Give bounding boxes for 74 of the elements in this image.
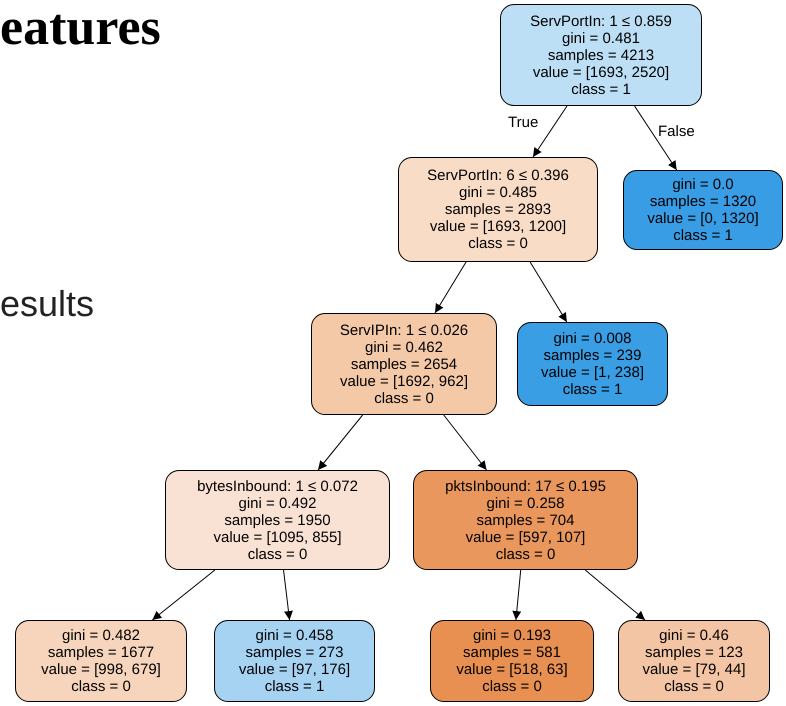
- node-text: value = [79, 44]: [642, 661, 746, 678]
- node-text: class = 0: [468, 235, 528, 252]
- tree-node-box: [517, 322, 668, 406]
- arrow: [152, 570, 216, 620]
- node-text: gini = 0.462: [365, 338, 443, 356]
- node-text: class = 0: [71, 678, 131, 695]
- node-text: samples = 123: [645, 644, 743, 661]
- node-text: samples = 1950: [224, 512, 331, 528]
- node-text: class = 1: [264, 678, 324, 695]
- node-text: class = 0: [664, 678, 724, 695]
- tree-node-box: [623, 170, 783, 250]
- node-text: gini = 0.458: [256, 627, 334, 644]
- node-text: ServIPIn: 1 ≤ 0.026: [340, 322, 468, 338]
- edge-label: False: [657, 124, 696, 139]
- node-text: gini = 0.485: [459, 184, 537, 201]
- node-text: gini = 0.482: [62, 627, 140, 644]
- node-text: ServPortIn: 6 ≤ 0.396: [427, 167, 569, 184]
- node-text: samples = 2654: [350, 356, 458, 372]
- node-text: samples = 2893: [444, 201, 552, 218]
- node-text: gini = 0.258: [486, 494, 564, 512]
- node-text: class = 0: [248, 546, 308, 562]
- node-text: value = [998, 679]: [41, 661, 161, 678]
- tree-node-box: [311, 313, 497, 415]
- node-text: gini = 0.46: [659, 627, 729, 644]
- arrow: [634, 106, 678, 170]
- tree-node-box: [413, 470, 638, 570]
- node-text: gini = 0.008: [554, 330, 632, 347]
- edge-label: True: [507, 115, 540, 130]
- node-text: samples = 1677: [48, 644, 154, 661]
- node-text: samples = 704: [476, 512, 574, 528]
- node-text: samples = 1320: [650, 193, 756, 210]
- arrow: [512, 570, 522, 620]
- node-text: class = 1: [571, 80, 631, 98]
- arrow: [530, 262, 568, 322]
- node-text: gini = 0.193: [473, 627, 551, 644]
- heading-fragment: eatures: [0, 0, 161, 56]
- subheading-fragment: esults: [0, 286, 94, 322]
- arrow: [532, 106, 568, 158]
- node-text: value = [97, 176]: [238, 661, 350, 678]
- tree-node-box: [500, 4, 702, 106]
- node-text: gini = 0.0: [672, 176, 734, 193]
- tree-node-box: [214, 620, 375, 702]
- node-text: value = [1693, 1200]: [430, 218, 566, 235]
- node-text: value = [597, 107]: [466, 528, 586, 546]
- node-text: value = [518, 63]: [456, 661, 568, 678]
- arrow: [443, 414, 488, 470]
- tree-node-box: [15, 620, 187, 702]
- tree-node-box: [165, 470, 390, 570]
- node-text: class = 0: [482, 678, 542, 695]
- node-text: class = 1: [673, 227, 733, 244]
- node-text: ServPortIn: 1 ≤ 0.859: [530, 12, 672, 30]
- node-text: value = [1095, 855]: [213, 528, 342, 546]
- arrow: [283, 570, 293, 620]
- arrow: [434, 262, 467, 314]
- tree-node-box: [430, 620, 594, 702]
- node-text: gini = 0.492: [238, 494, 316, 512]
- node-text: gini = 0.481: [562, 30, 640, 46]
- node-text: samples = 239: [544, 347, 642, 364]
- arrow: [584, 570, 646, 620]
- node-text: class = 1: [562, 381, 622, 398]
- node-text: samples = 4213: [548, 46, 654, 64]
- node-text: class = 0: [496, 546, 556, 562]
- node-text: class = 0: [374, 390, 434, 406]
- node-text: value = [0, 1320]: [647, 210, 759, 227]
- node-text: value = [1693, 2520]: [532, 64, 670, 80]
- arrow: [318, 414, 364, 470]
- tree-node-box: [398, 157, 598, 262]
- node-text: value = [1, 238]: [541, 364, 644, 381]
- node-text: samples = 273: [246, 644, 344, 661]
- node-text: pktsInbound: 17 ≤ 0.195: [445, 478, 606, 494]
- tree-node-box: [618, 620, 770, 702]
- node-text: samples = 581: [463, 644, 561, 661]
- node-text: value = [1692, 962]: [340, 372, 468, 390]
- node-text: bytesInbound: 1 ≤ 0.072: [197, 478, 358, 494]
